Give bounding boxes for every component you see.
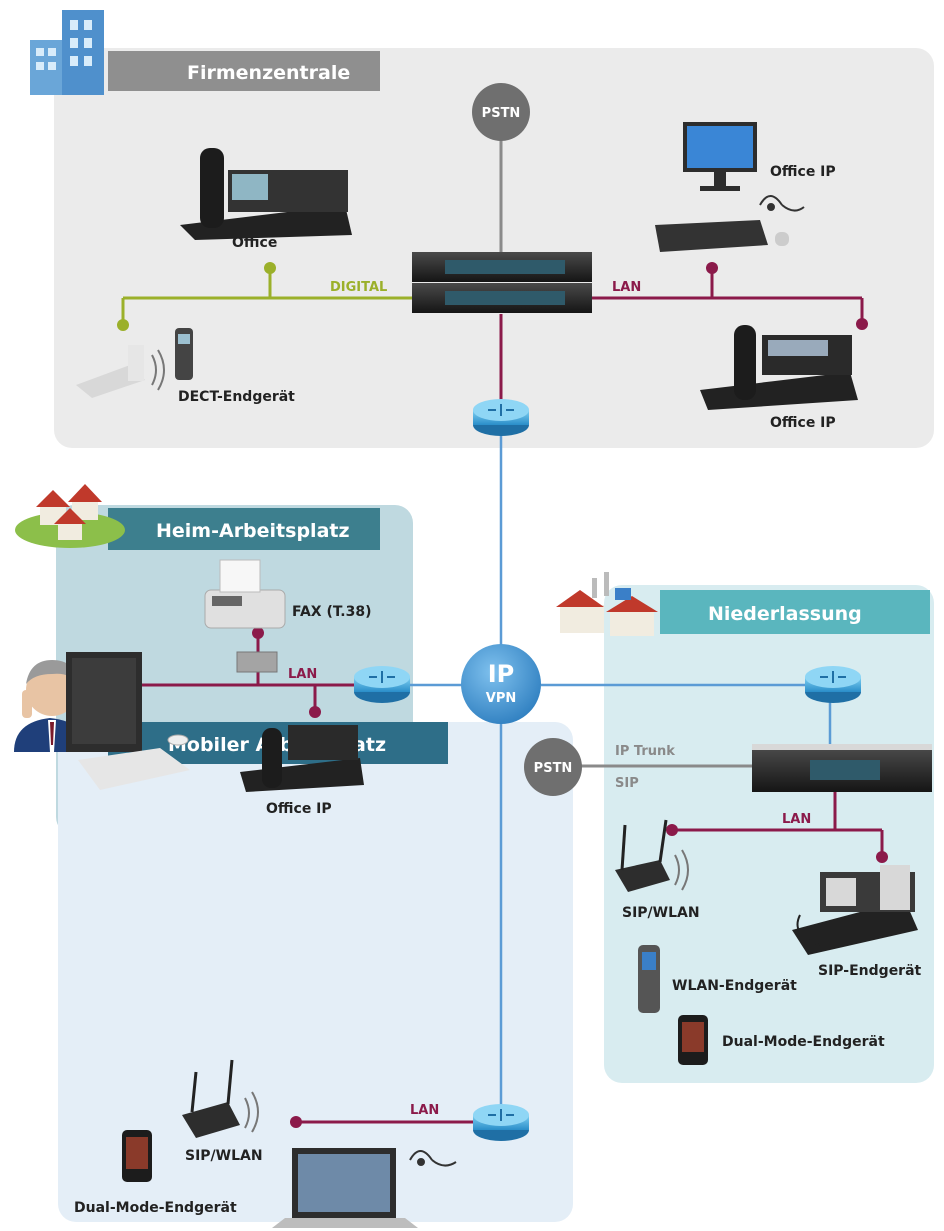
digital-connector-dect	[117, 319, 129, 331]
desktop-pc-icon	[655, 122, 789, 252]
router-icon-branch	[805, 666, 861, 703]
home-title-tab: Heim-Arbeitsplatz	[108, 508, 380, 550]
lan-connector-branch-phone	[876, 851, 888, 863]
lan-line-hq	[499, 270, 864, 405]
link-label-sip: SIP	[615, 776, 639, 791]
wlan-phone-icon	[638, 945, 660, 1013]
dect-base-icon	[76, 345, 145, 398]
hq-title: Firmenzentrale	[187, 62, 350, 84]
home-title: Heim-Arbeitsplatz	[156, 520, 350, 542]
headset-icon	[759, 195, 805, 212]
svg-text:VPN: VPN	[486, 691, 516, 706]
branch-switch-icon	[752, 744, 932, 792]
device-label-home-office-ip: Office IP	[266, 801, 332, 817]
pstn-cloud-branch: PSTN	[524, 738, 582, 796]
mobile-panel	[58, 722, 573, 1222]
lan-line-branch	[672, 792, 884, 855]
fax-icon	[204, 559, 286, 629]
device-label-branch-sip-wlan: SIP/WLAN	[622, 905, 700, 921]
ip-vpn-cloud: IP VPN	[461, 644, 541, 724]
dect-handset-icon	[175, 328, 193, 380]
device-label-office-ip-pc: Office IP	[770, 164, 836, 180]
desk-phone-icon	[180, 148, 352, 240]
device-label-office: Office	[232, 235, 277, 251]
factory-icon	[556, 572, 658, 636]
branch-title-tab: Niederlassung	[660, 590, 930, 634]
mobile-signal-waves-icon	[244, 1091, 259, 1133]
branch-signal-waves-icon	[674, 849, 689, 891]
svg-text:IP: IP	[488, 660, 515, 688]
lan-connector-fax	[252, 627, 264, 639]
hq-switch-icon	[412, 252, 592, 313]
vpn-lines	[410, 430, 808, 1110]
home-ip-phone-icon	[240, 725, 364, 792]
digital-line	[121, 270, 412, 323]
mobile-wlan-ap-icon	[182, 1059, 240, 1138]
mobile-smartphone-icon	[122, 1130, 152, 1182]
branch-panel	[604, 585, 934, 1083]
device-label-fax: FAX (T.38)	[292, 604, 371, 620]
device-label-dect: DECT-Endgerät	[178, 389, 295, 405]
sip-phone-icon	[792, 865, 918, 955]
lan-connector-mobile-ap	[290, 1116, 302, 1128]
ip-phone-icon	[700, 325, 858, 410]
laptop-icon	[272, 1148, 418, 1228]
router-icon-home	[354, 666, 410, 703]
svg-text:PSTN: PSTN	[482, 106, 521, 121]
link-label-lan-hq: LAN	[612, 280, 641, 295]
router-icon-hq	[473, 399, 529, 436]
office-building-icon	[30, 10, 104, 95]
mobile-headset-icon	[409, 1150, 457, 1167]
device-label-mobile-dual-mode: Dual-Mode-Endgerät	[74, 1200, 237, 1216]
device-label-sip-endgeraet: SIP-Endgerät	[818, 963, 922, 979]
link-label-lan-mobile: LAN	[410, 1103, 439, 1118]
svg-text:PSTN: PSTN	[534, 761, 573, 776]
device-label-office-ip-phone: Office IP	[770, 415, 836, 431]
branch-smartphone-icon	[678, 1015, 708, 1065]
branch-wlan-ap-icon	[615, 819, 670, 892]
link-label-digital: DIGITAL	[330, 280, 387, 295]
lan-connector-home-phone	[309, 706, 321, 718]
pstn-cloud-hq: PSTN	[472, 83, 530, 141]
digital-connector-office	[264, 262, 276, 274]
device-label-branch-dual-mode: Dual-Mode-Endgerät	[722, 1034, 885, 1050]
fax-adapter	[236, 651, 278, 673]
link-label-lan-home: LAN	[288, 667, 317, 682]
lan-connector-pc	[706, 262, 718, 274]
houses-icon	[15, 484, 125, 548]
lan-connector-branch-ap	[666, 824, 678, 836]
link-label-lan-branch: LAN	[782, 812, 811, 827]
lan-connector-ipphone	[856, 318, 868, 330]
hq-title-tab: Firmenzentrale	[108, 51, 380, 91]
router-icon-mobile	[473, 1104, 529, 1141]
link-label-ip-trunk: IP Trunk	[615, 744, 675, 759]
branch-title: Niederlassung	[708, 603, 862, 625]
home-pc-icon	[66, 652, 190, 790]
device-label-mobile-sip-wlan: SIP/WLAN	[185, 1148, 263, 1164]
signal-waves-icon	[151, 349, 165, 391]
device-label-wlan-endgeraet: WLAN-Endgerät	[672, 978, 797, 994]
